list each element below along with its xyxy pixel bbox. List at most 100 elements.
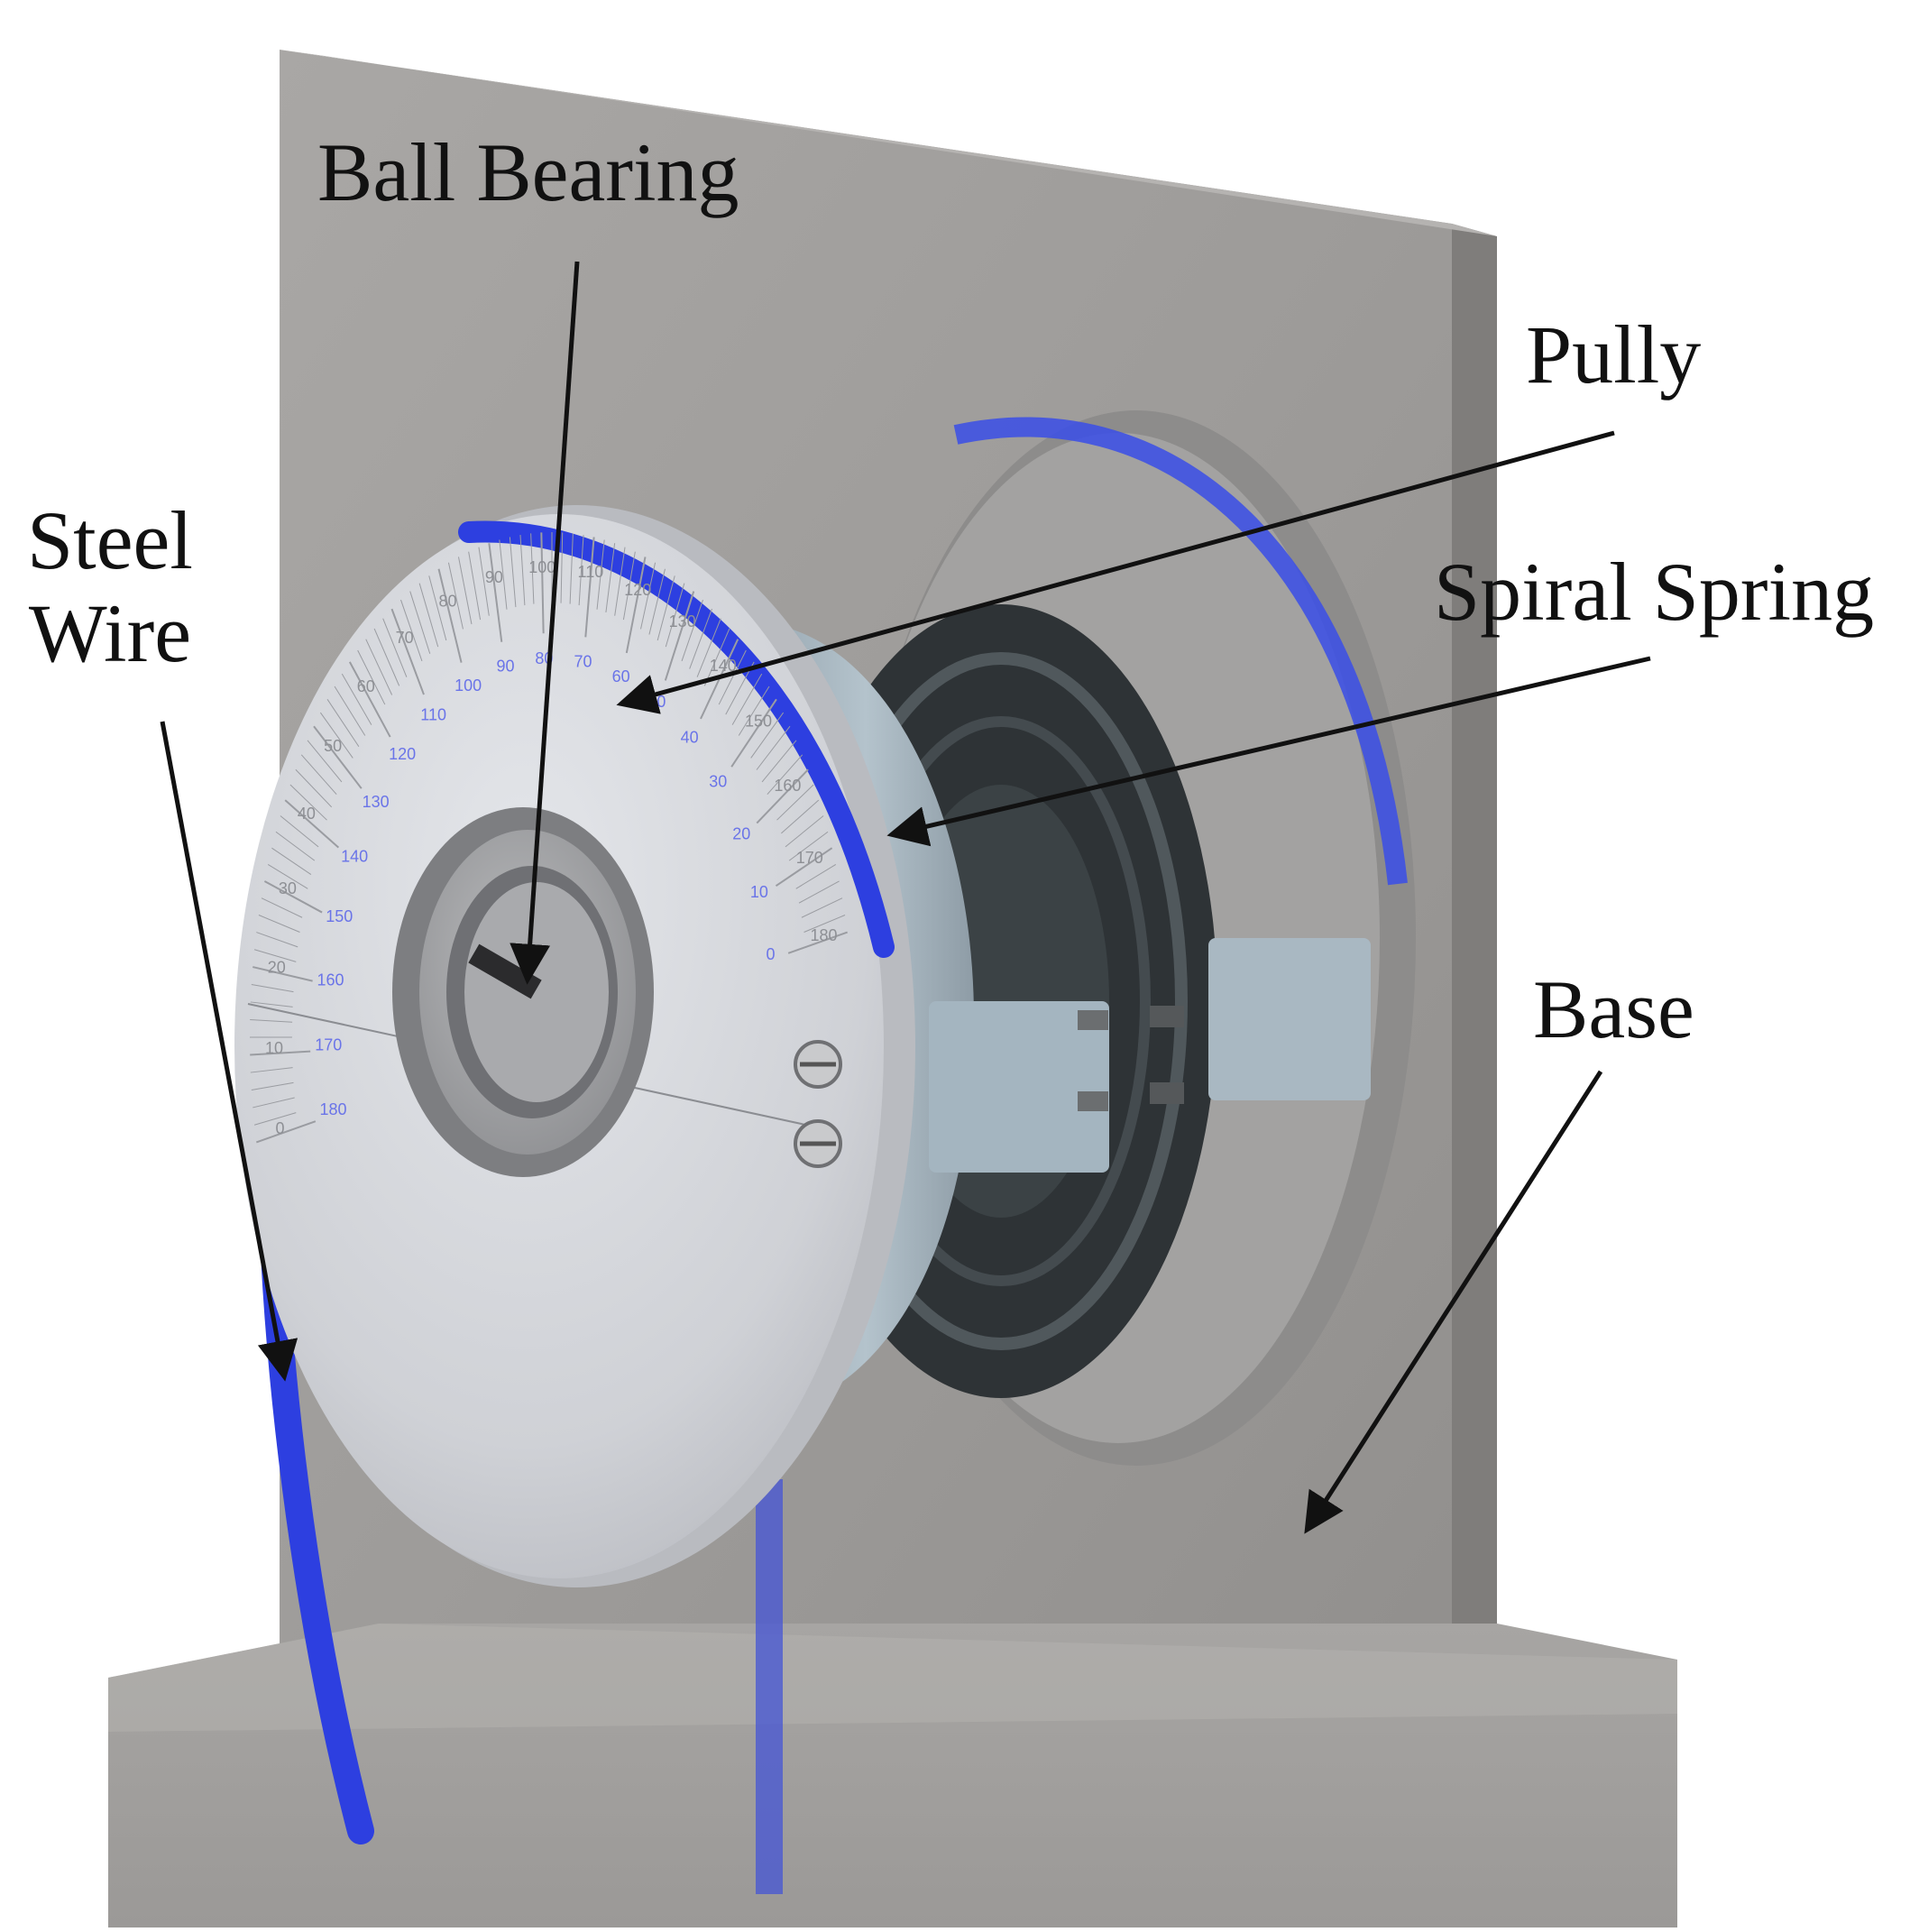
dial-outer-number: 50 (324, 737, 342, 755)
label-base-text: Base (1533, 963, 1694, 1055)
arrow-steel-wire (160, 721, 298, 1382)
label-steel-wire: Steel Wire (27, 494, 193, 680)
label-spiral-spring-text: Spiral Spring (1434, 546, 1875, 638)
dial-outer-number: 90 (485, 568, 503, 586)
dial-tick (756, 768, 809, 824)
dial-outer-number: 40 (298, 805, 316, 823)
label-steel-wire-line1: Steel (27, 494, 193, 586)
dial-tick (251, 1081, 294, 1091)
dial-inner-number: 120 (389, 745, 416, 763)
dial-tick (271, 847, 312, 876)
dial-tick (622, 551, 636, 621)
dial-tick (767, 754, 803, 796)
dial-tick (584, 537, 595, 638)
dial-tick (307, 740, 343, 783)
label-spiral-spring: Spiral Spring (1434, 546, 1874, 639)
dial-tick (781, 799, 820, 834)
dial-ticks (250, 532, 849, 1144)
dial-tick (578, 535, 584, 606)
dial-tick (478, 547, 490, 616)
dial-tick (261, 897, 303, 918)
dial-tick (776, 784, 814, 821)
bolts (1078, 1006, 1184, 1111)
dial-tick (418, 583, 439, 648)
dial-tick (798, 880, 840, 904)
dial-tick (731, 673, 763, 725)
dial-outer-number: 170 (796, 849, 823, 867)
dial-tick (681, 599, 703, 662)
dial-tick (696, 618, 721, 677)
dial-tick (280, 815, 319, 848)
dial-tick (730, 698, 777, 768)
dial-tick (357, 649, 386, 705)
dial-tick (250, 1018, 293, 1023)
dial-tick (326, 699, 360, 748)
dial-inner-number: 140 (341, 847, 368, 865)
dial-tick (348, 661, 391, 738)
base-foot (108, 1624, 1677, 1927)
dial-outer-number: 110 (578, 563, 604, 581)
arrow-ball-bearing (510, 261, 580, 985)
dial-tick (284, 799, 340, 849)
dial-outer-number: 180 (810, 926, 837, 944)
dial-tick (540, 532, 545, 634)
dial-tick (253, 949, 297, 962)
dial-tick (530, 533, 535, 604)
dial-tick (803, 915, 846, 933)
dial-tick (569, 533, 574, 604)
dial-tick (801, 897, 843, 918)
dial-tick (428, 575, 447, 641)
dial-tick (689, 608, 712, 669)
dial-tick (252, 966, 313, 982)
arrow-pully (616, 430, 1615, 714)
dial-tick (300, 754, 337, 796)
dial-tick (788, 831, 829, 861)
dial-inner-number: 100 (454, 676, 482, 695)
dial-inner-number: 30 (709, 773, 727, 791)
dial-tick (382, 618, 408, 677)
dial-tick (447, 562, 464, 630)
dial-tick (761, 740, 797, 783)
dial-tick (625, 557, 647, 654)
dial-tick (258, 915, 300, 933)
dial-inner-number: 70 (574, 653, 592, 671)
label-pully-text: Pully (1526, 308, 1702, 400)
dial-inner-number: 0 (766, 945, 775, 963)
label-base: Base (1533, 963, 1694, 1056)
dial-tick (390, 608, 425, 695)
dial-tick (656, 575, 675, 641)
dial-tick (750, 712, 785, 759)
dial-tick (499, 539, 508, 610)
dial-tick (250, 1050, 311, 1056)
dial-tick (787, 931, 849, 954)
dial-tick (400, 599, 423, 662)
dial-tick (648, 568, 666, 635)
dial-outer-number: 30 (279, 879, 297, 897)
dial-inner-number: 110 (420, 706, 446, 724)
dial-tick (665, 583, 685, 648)
arrow-base (1304, 1070, 1603, 1534)
dial-tick (703, 628, 730, 686)
dial-inner-number: 10 (750, 883, 768, 901)
dial-tick (756, 725, 791, 770)
dial-tick (253, 1112, 297, 1126)
dial-tick (640, 562, 656, 630)
dial-tick (256, 932, 298, 948)
dial-tick (457, 557, 473, 625)
dial-inner-number: 170 (315, 1035, 342, 1053)
label-ball-bearing-text: Ball Bearing (317, 126, 739, 218)
dial-outer-number: 10 (265, 1039, 283, 1057)
label-ball-bearing: Ball Bearing (317, 126, 739, 219)
dial-tick (605, 543, 616, 612)
ball-bearing (392, 807, 654, 1177)
dial-inner-number: 40 (681, 728, 699, 746)
dial-outer-number: 0 (276, 1119, 285, 1137)
dial-tick (409, 591, 431, 654)
dial-inner-number: 90 (496, 658, 514, 676)
dial-outer-number: 100 (528, 558, 556, 576)
dial-tick (775, 847, 833, 888)
dial-outer-number: 70 (396, 629, 414, 647)
dial-outer-number: 80 (439, 592, 457, 610)
